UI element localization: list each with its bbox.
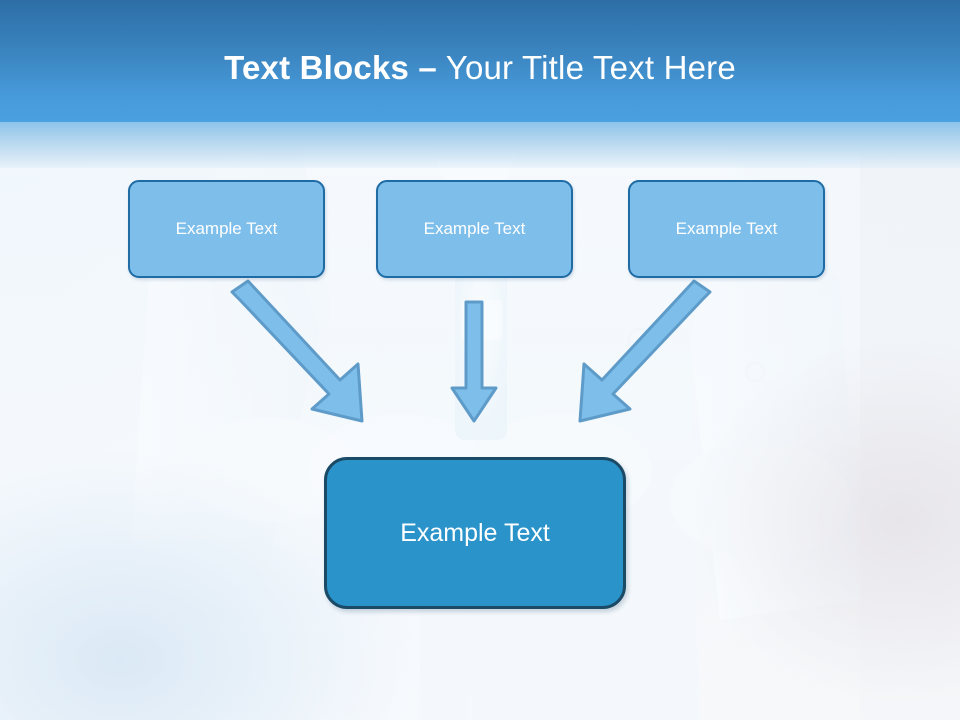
header-band [0,0,960,122]
text-block-1-label: Example Text [175,219,278,238]
page-title-bold: Text Blocks – [224,49,437,86]
text-block-3[interactable]: Example Text [628,180,825,278]
summary-text-block-label: Example Text [400,518,550,547]
arrow-diagonal-down-left-icon [578,279,712,423]
arrow-diagonal-down-right-icon [230,279,364,423]
arrow-down-icon [450,300,498,423]
text-block-2-label: Example Text [423,219,526,238]
text-block-2[interactable]: Example Text [376,180,573,278]
summary-text-block[interactable]: Example Text [324,457,626,609]
header-fade [0,122,960,168]
page-title-light: Your Title Text Here [436,49,736,86]
page-title: Text Blocks – Your Title Text Here [0,48,960,88]
text-block-1[interactable]: Example Text [128,180,325,278]
text-block-3-label: Example Text [675,219,778,238]
